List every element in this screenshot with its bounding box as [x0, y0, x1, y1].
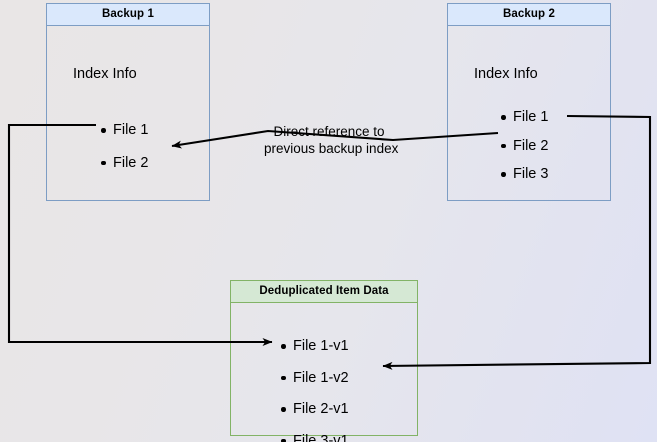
list-item[interactable]: File 1: [99, 123, 148, 138]
list-item[interactable]: File 3-v1: [279, 433, 349, 442]
deduplicated-item-data-node[interactable]: Deduplicated Item Data File 1-v1 File 1-…: [230, 280, 418, 442]
backup-1-title: Backup 1: [47, 4, 209, 26]
deduplicated-item-list: File 1-v1 File 1-v2 File 2-v1 File 3-v1: [279, 339, 349, 442]
backup-2-index-label: Index Info: [474, 66, 538, 82]
list-item[interactable]: File 1: [499, 110, 548, 125]
backup-1-file-list: File 1 File 2: [99, 123, 148, 170]
list-item[interactable]: File 2-v1: [279, 402, 349, 417]
backup-2-title: Backup 2: [448, 4, 610, 26]
list-item[interactable]: File 1-v1: [279, 339, 349, 354]
direct-reference-caption: Direct reference to previous backup inde…: [264, 124, 399, 158]
caption-line-2: previous backup index: [264, 140, 399, 156]
backup-2-body: Index Info File 1 File 2 File 3: [448, 26, 610, 199]
list-item[interactable]: File 2: [99, 155, 148, 171]
backup-1-index-label: Index Info: [73, 66, 137, 82]
list-item[interactable]: File 2: [499, 138, 548, 154]
caption-line-1: Direct reference to: [273, 124, 385, 139]
backup-2-file-list: File 1 File 2 File 3: [499, 110, 548, 182]
backup-1-node[interactable]: Backup 1 Index Info File 1 File 2: [46, 3, 210, 201]
deduplicated-item-data-body: File 1-v1 File 1-v2 File 2-v1 File 3-v1: [231, 303, 417, 442]
deduplicated-item-data-title: Deduplicated Item Data: [231, 281, 417, 303]
list-item[interactable]: File 1-v2: [279, 370, 349, 386]
backup-2-node[interactable]: Backup 2 Index Info File 1 File 2 File 3: [447, 3, 611, 201]
backup-1-body: Index Info File 1 File 2: [47, 26, 209, 199]
list-item[interactable]: File 3: [499, 167, 548, 182]
